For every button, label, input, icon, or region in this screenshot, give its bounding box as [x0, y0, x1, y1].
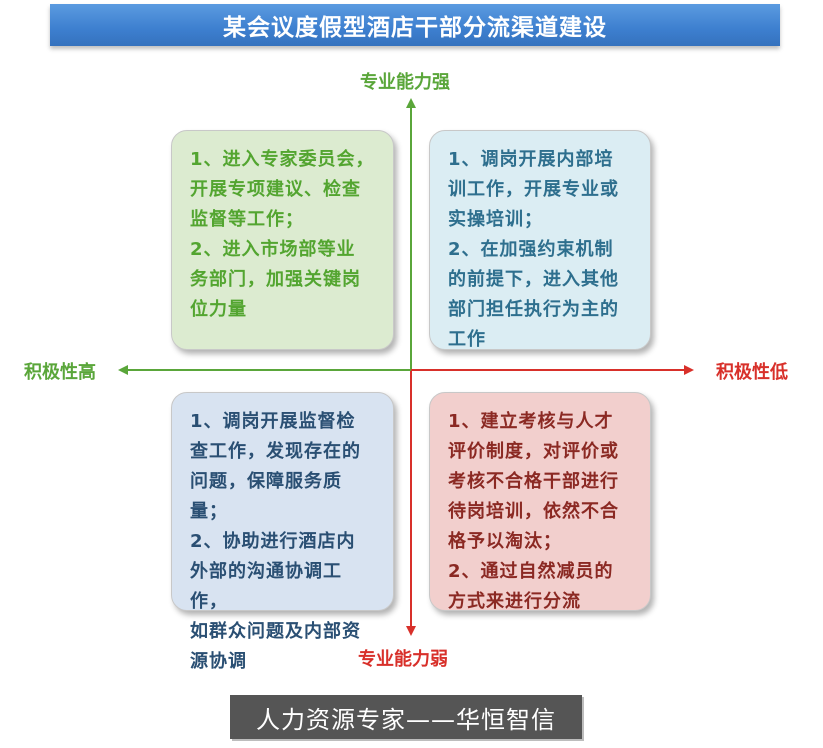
quadrant-line: 2、协助进行酒店内: [190, 531, 356, 552]
quadrant-line: 2、在加强约束机制: [448, 239, 614, 260]
quadrant-line: 务部门，加强关键岗: [190, 269, 361, 290]
quadrant-line: 外部的沟通协调工作，: [190, 561, 342, 612]
quadrant-bottom-right: 1、建立考核与人才 评价制度，对评价或 考核不合格干部进行 待岗培训，依然不合 …: [429, 392, 651, 612]
quadrant-line: 部门担任执行为主的: [448, 299, 619, 320]
quadrant-line: 1、建立考核与人才: [448, 411, 614, 432]
quadrant-line: 监督等工作；: [190, 209, 304, 230]
quadrant-line: 如群众问题及内部资: [190, 621, 361, 642]
axis-label-bottom: 专业能力弱: [358, 649, 448, 670]
page-title: 某会议度假型酒店干部分流渠道建设: [223, 15, 607, 41]
quadrant-line: 的前提下，进入其他: [448, 269, 619, 290]
quadrant-line: 问题，保障服务质量；: [190, 471, 342, 522]
quadrant-line: 2、进入市场部等业: [190, 239, 356, 260]
quadrant-line: 1、调岗开展内部培: [448, 149, 614, 170]
quadrant-top-left: 1、进入专家委员会， 开展专项建议、检查 监督等工作； 2、进入市场部等业 务部…: [171, 130, 394, 350]
quadrant-line: 格予以淘汰；: [448, 531, 562, 552]
quadrant-line: 实操培训；: [448, 209, 543, 230]
quadrant-line: 工作: [448, 329, 486, 350]
quadrant-line: 开展专项建议、检查: [190, 179, 361, 200]
quadrant-line: 2、通过自然减员的: [448, 561, 614, 582]
title-bar: 某会议度假型酒店干部分流渠道建设: [50, 4, 780, 46]
quadrant-line: 训工作，开展专业或: [448, 179, 619, 200]
quadrant-line: 1、进入专家委员会，: [190, 149, 375, 170]
axis-label-left: 积极性高: [24, 362, 96, 383]
quadrant-top-right: 1、调岗开展内部培 训工作，开展专业或 实操培训； 2、在加强约束机制 的前提下…: [429, 130, 651, 350]
footer-text: 人力资源专家——华恒智信: [256, 705, 556, 734]
quadrant-line: 待岗培训，依然不合: [448, 501, 619, 522]
axis-label-right: 积极性低: [716, 362, 788, 383]
quadrant-line: 评价制度，对评价或: [448, 441, 619, 462]
footer-banner: 人力资源专家——华恒智信: [230, 695, 582, 739]
quadrant-bottom-left: 1、调岗开展监督检 查工作，发现存在的 问题，保障服务质量； 2、协助进行酒店内…: [171, 392, 394, 672]
quadrant-line: 位力量: [190, 299, 247, 320]
quadrant-line: 考核不合格干部进行: [448, 471, 619, 492]
quadrant-line: 源协调: [190, 651, 247, 672]
quadrant-line: 查工作，发现存在的: [190, 441, 361, 462]
quadrant-line: 方式来进行分流: [448, 591, 581, 612]
quadrant-line: 1、调岗开展监督检: [190, 411, 356, 432]
axis-label-top: 专业能力强: [360, 72, 450, 93]
